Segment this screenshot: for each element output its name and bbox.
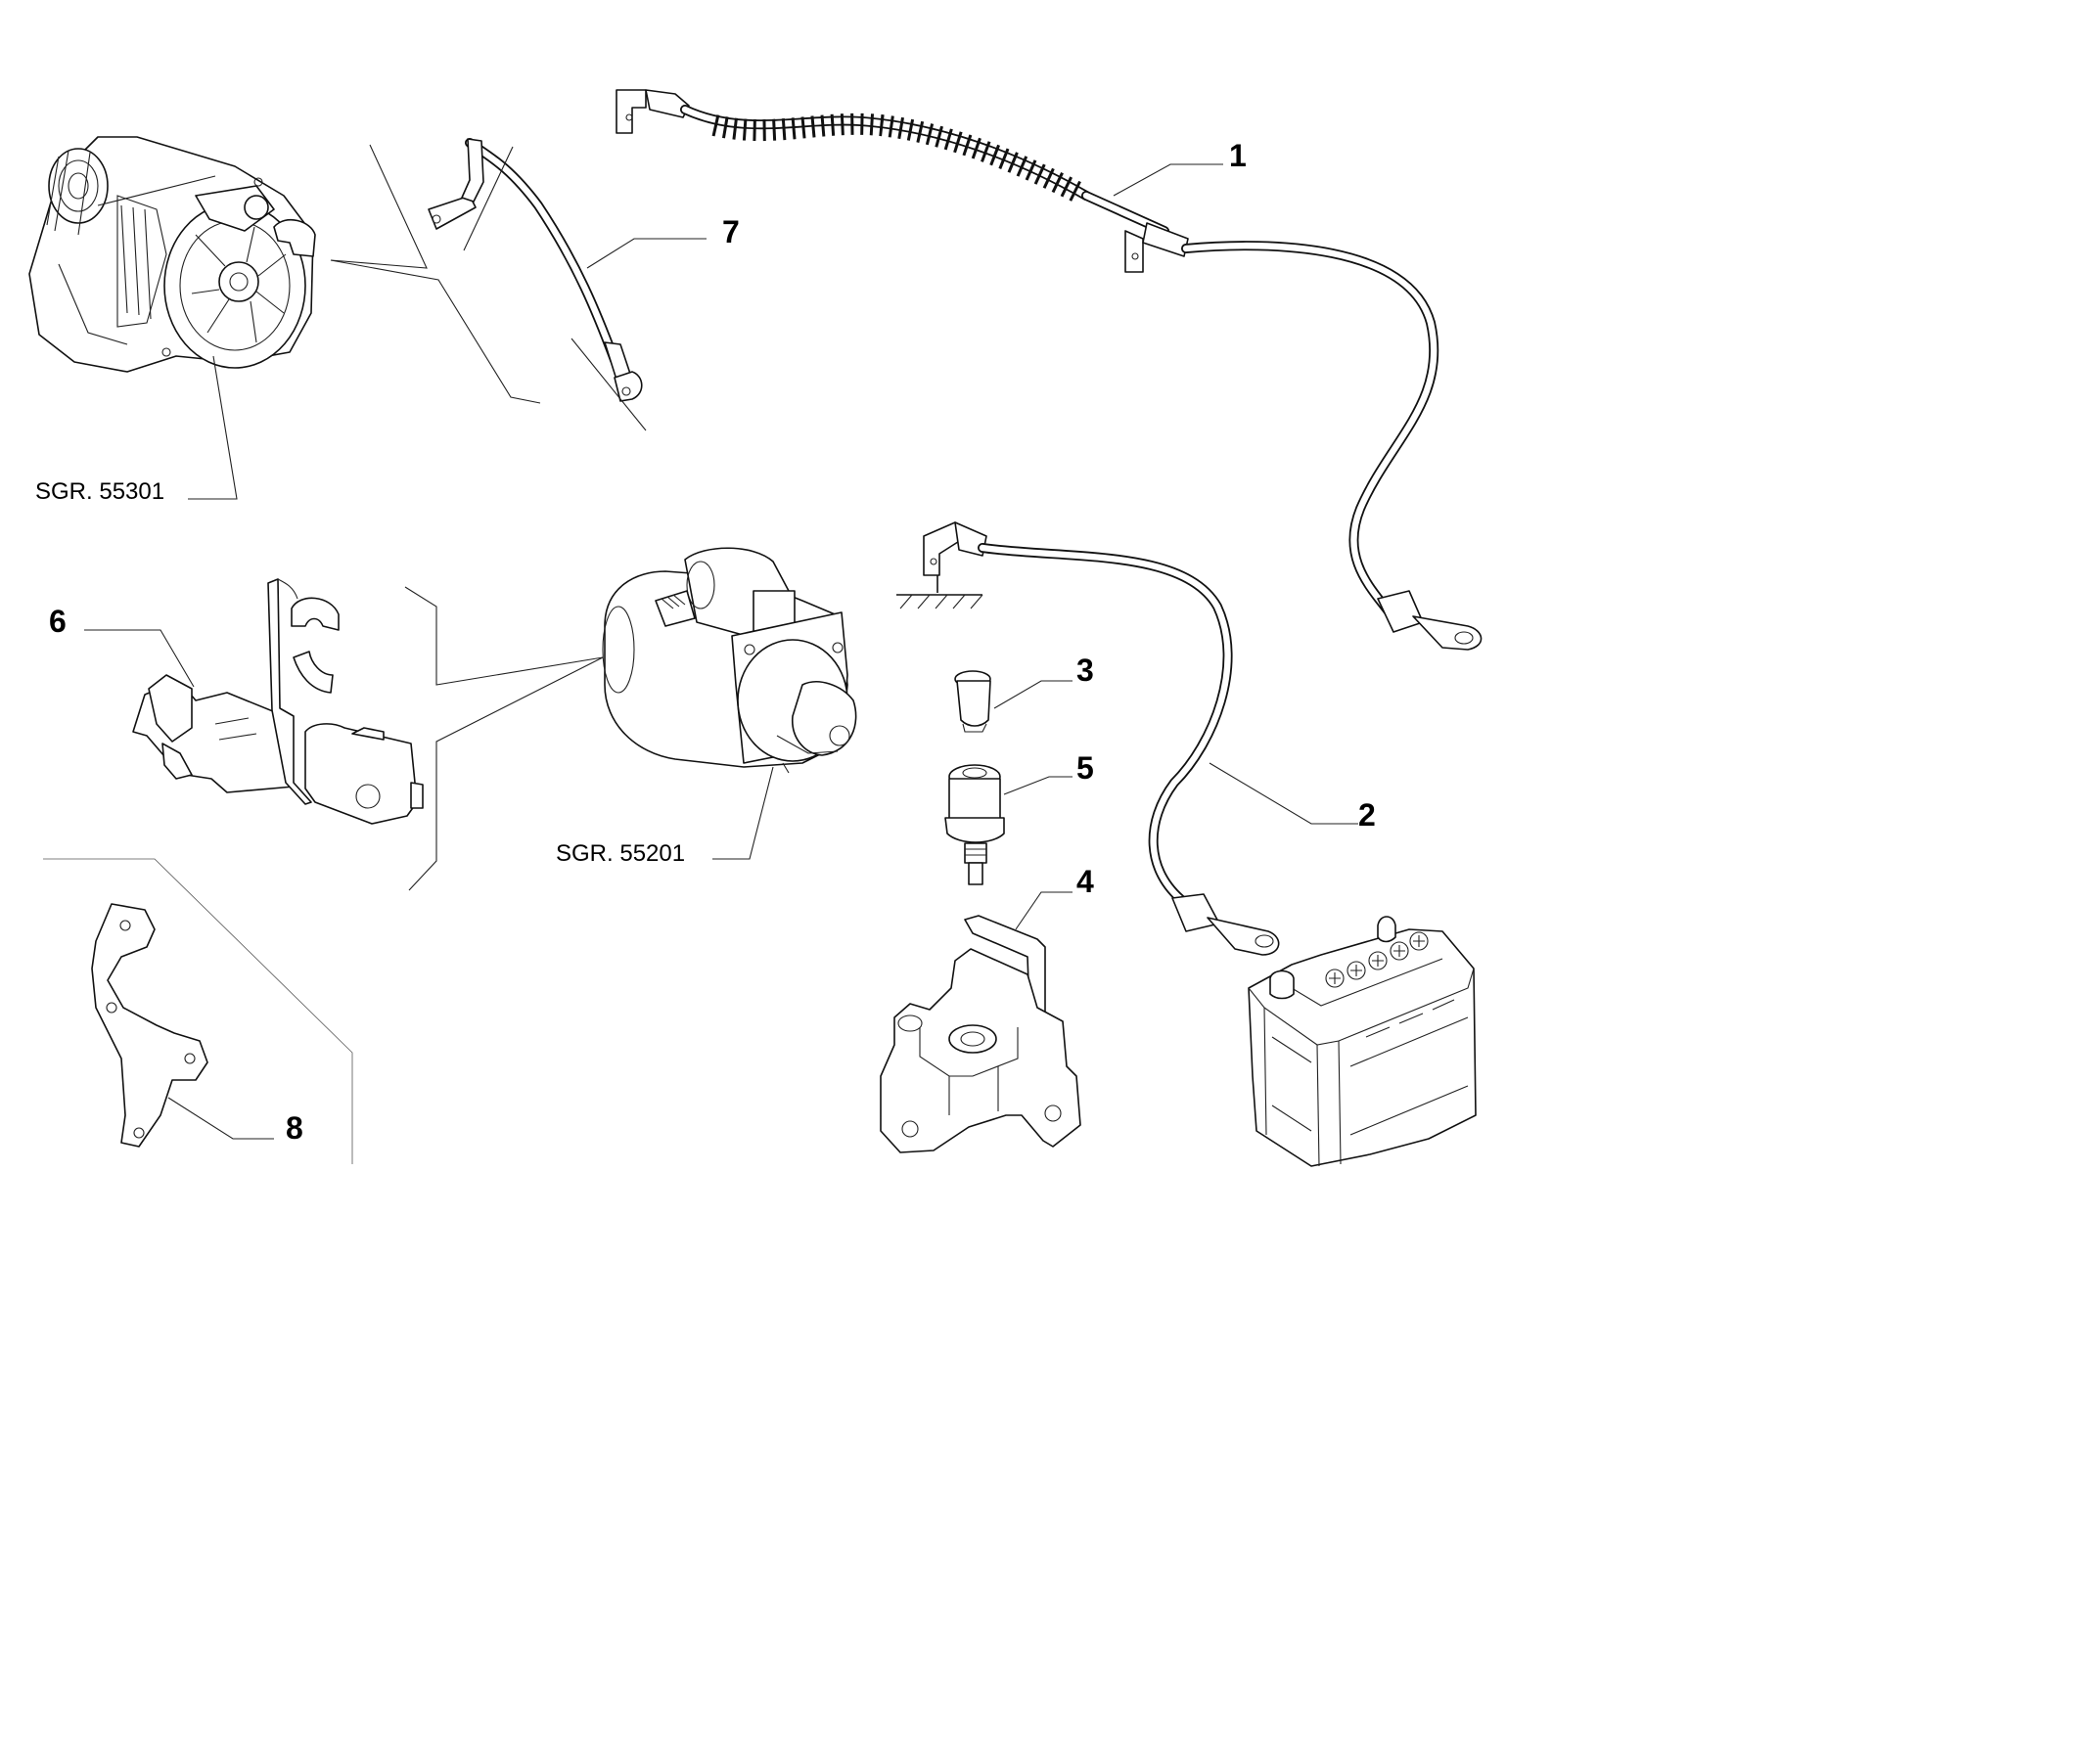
battery-cable-positive bbox=[616, 89, 1483, 651]
callout-6: 6 bbox=[49, 604, 67, 639]
callout-5: 5 bbox=[1076, 750, 1094, 786]
callout-2: 2 bbox=[1358, 797, 1376, 833]
battery-icon bbox=[1248, 916, 1477, 1167]
alternator-leader bbox=[188, 355, 238, 500]
alternator-cable bbox=[428, 138, 647, 431]
callout-7: 7 bbox=[722, 214, 740, 249]
callout-4: 4 bbox=[1076, 864, 1094, 899]
callout-3: 3 bbox=[1076, 653, 1094, 688]
cable-lug-icon bbox=[616, 89, 647, 134]
callout-2-leader bbox=[1209, 762, 1358, 825]
callout-1-leader bbox=[1113, 163, 1223, 197]
bracket-icon bbox=[91, 903, 208, 1148]
callout-3-leader bbox=[993, 680, 1073, 709]
starter-motor-icon bbox=[602, 547, 857, 774]
cable-holder-bracket-icon bbox=[132, 578, 424, 825]
alternator-icon bbox=[28, 136, 316, 373]
callout-8-leader bbox=[167, 1097, 274, 1140]
callout-7-leader bbox=[586, 238, 707, 269]
callout-8: 8 bbox=[286, 1110, 303, 1146]
callout-4-leader bbox=[1015, 891, 1073, 930]
callout-5-leader bbox=[1003, 776, 1073, 795]
starter-leader bbox=[712, 766, 774, 860]
parts-diagram: 1 2 3 4 5 6 7 8 SGR. 55301 SGR. 55201 bbox=[28, 89, 1483, 1167]
ground-symbol-icon bbox=[896, 575, 983, 609]
callout-1: 1 bbox=[1229, 138, 1247, 173]
battery-cable-ground bbox=[923, 521, 1280, 956]
support-base-icon bbox=[880, 915, 1081, 1153]
reference-starter: SGR. 55201 bbox=[556, 840, 685, 867]
group-separator bbox=[43, 858, 353, 1164]
grommet-icon bbox=[954, 670, 991, 733]
callout-6-leader bbox=[84, 629, 195, 688]
switch-icon bbox=[944, 764, 1005, 885]
reference-alternator: SGR. 55301 bbox=[35, 478, 164, 505]
